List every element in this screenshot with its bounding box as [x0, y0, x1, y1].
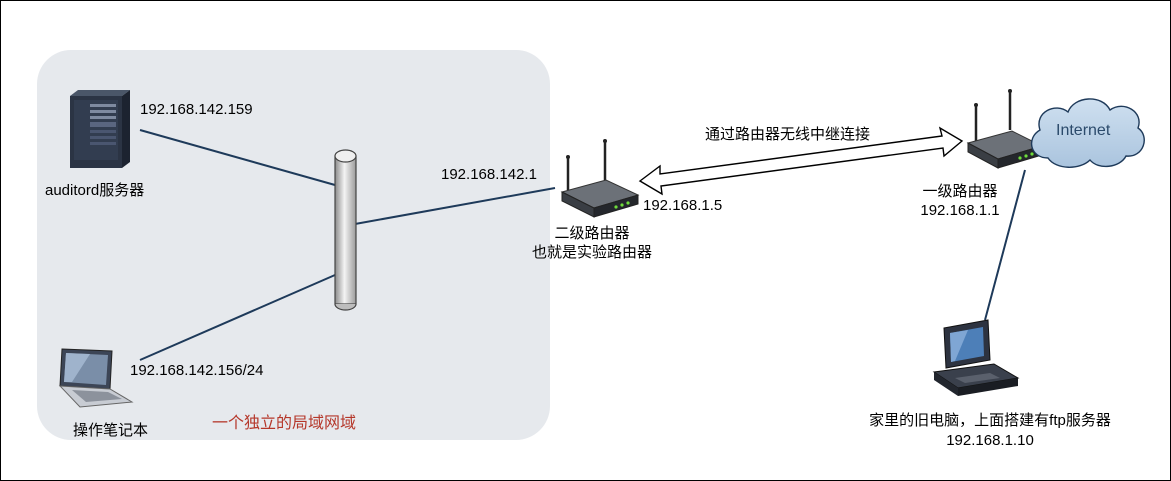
- internet-label: Internet: [1056, 122, 1111, 139]
- wireless-relay-label: 通过路由器无线中继连接: [705, 126, 871, 143]
- router1-label: 一级路由器: [922, 183, 998, 200]
- server-ip-label: 192.168.142.159: [140, 101, 253, 118]
- wireless-relay-arrow: [638, 126, 964, 196]
- desktop-pc-icon: [932, 319, 1020, 396]
- laptop-ip-label: 192.168.142.156/24: [130, 362, 264, 379]
- server-tower-icon: [70, 90, 130, 168]
- router2-wan-ip-label: 192.168.1.5: [643, 197, 723, 214]
- pc-label: 家里的旧电脑，上面搭建有ftp服务器: [869, 412, 1111, 429]
- router2-lan-ip-label: 192.168.142.1: [441, 166, 537, 183]
- server-to-hub-line: [139, 129, 336, 186]
- router2-label-line1: 二级路由器: [554, 225, 630, 242]
- router1-to-pc-line: [984, 169, 1026, 321]
- server-label: auditord服务器: [45, 182, 145, 199]
- laptop-to-hub-line: [139, 274, 336, 361]
- router1-ip-label: 192.168.1.1: [920, 202, 1000, 219]
- hub-to-router2-line: [354, 187, 556, 225]
- internet-cloud-icon: [1030, 98, 1145, 168]
- router-1-icon: [966, 89, 1044, 169]
- lan-zone-title: 一个独立的局域网域: [212, 415, 357, 432]
- pc-ip-label: 192.168.1.10: [946, 432, 1034, 449]
- laptop-label: 操作笔记本: [73, 422, 149, 439]
- laptop-icon: [58, 348, 134, 408]
- router2-label-line2: 也就是实验路由器: [531, 244, 652, 261]
- router-2-icon: [560, 139, 640, 218]
- hub-cylinder-icon: [334, 149, 357, 311]
